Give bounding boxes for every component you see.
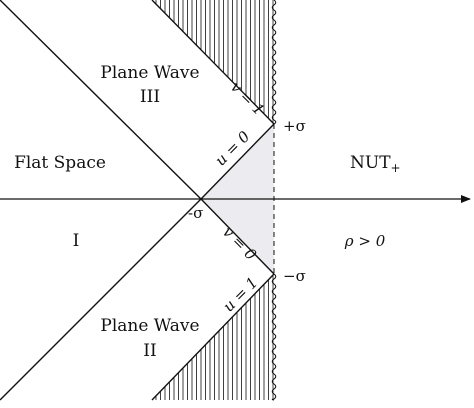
hatched-region-top bbox=[155, 0, 274, 123]
label-region-two: II bbox=[143, 341, 156, 361]
label-region-three: III bbox=[140, 87, 160, 107]
label-minus-sigma-right: −σ bbox=[283, 267, 306, 285]
label-plus-sigma: +σ bbox=[283, 117, 306, 135]
label-v1-upper: v = 1 bbox=[227, 78, 268, 119]
label-minus-sigma-center: -σ bbox=[188, 204, 203, 222]
label-nut: NUT+ bbox=[350, 153, 401, 175]
label-flat-space: Flat Space bbox=[14, 153, 106, 173]
label-region-one: I bbox=[73, 231, 80, 251]
label-plane-wave-bottom: Plane Wave bbox=[100, 316, 199, 336]
label-plane-wave-top: Plane Wave bbox=[100, 63, 199, 83]
hatched-region-bottom bbox=[155, 275, 274, 400]
null-line-upper-left bbox=[0, 0, 202, 200]
wavy-boundary-bottom bbox=[271, 273, 277, 401]
null-line-v1 bbox=[151, 0, 275, 125]
null-line-v0 bbox=[200, 198, 275, 275]
null-line-u1 bbox=[151, 273, 275, 401]
null-line-lower-left bbox=[0, 198, 202, 401]
label-rho-condition: ρ > 0 bbox=[344, 232, 386, 250]
null-line-u0 bbox=[200, 123, 275, 200]
wavy-boundary-top bbox=[271, 0, 277, 125]
